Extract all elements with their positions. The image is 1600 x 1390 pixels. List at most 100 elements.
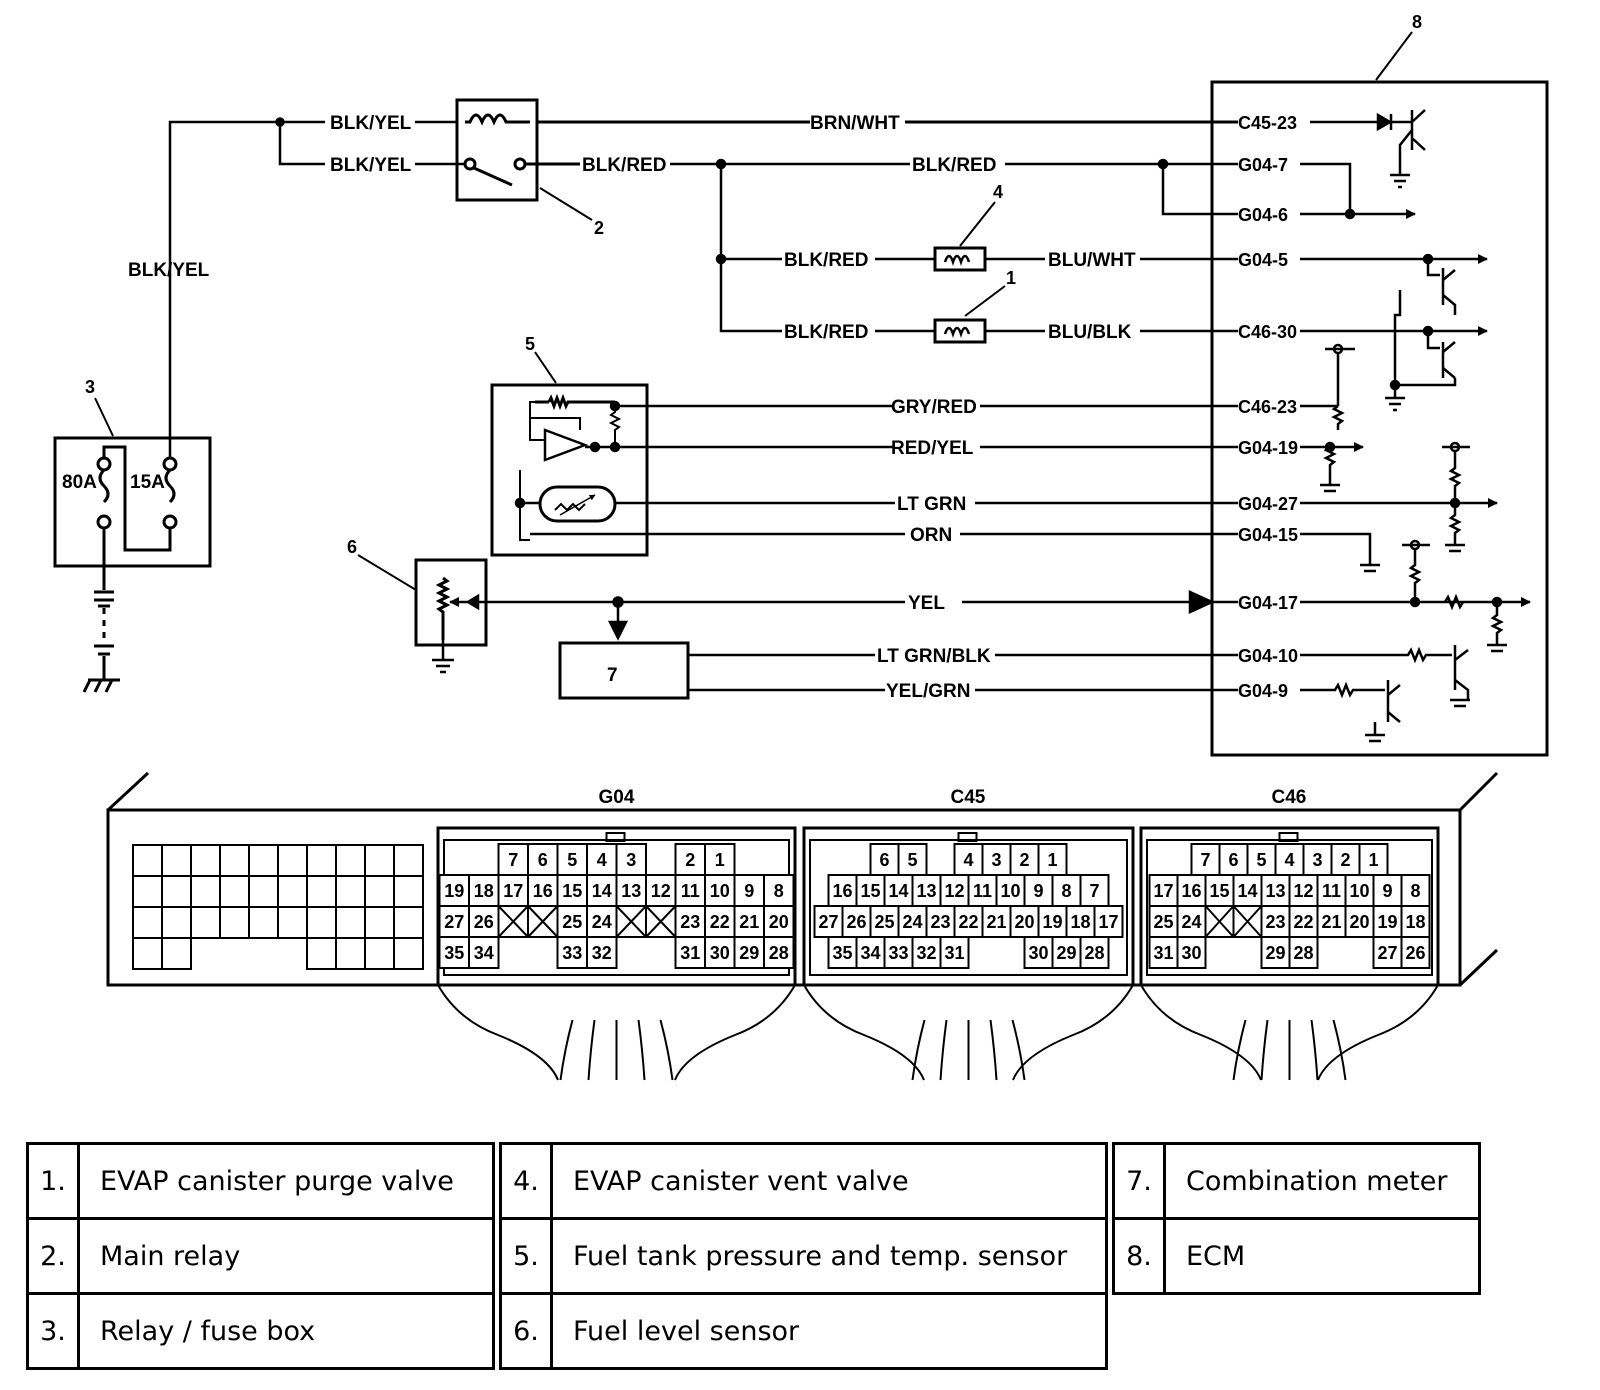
wire-label-gry-red: GRY/RED: [891, 397, 977, 418]
ecm-connector-housing: [106, 771, 1499, 987]
blank-cavity: [277, 844, 308, 877]
pin-number: 16: [832, 881, 852, 901]
pin-number: 7: [508, 850, 518, 870]
pin-number: 27: [444, 912, 464, 932]
pin-number: 5: [1256, 850, 1266, 870]
pin-number: 13: [916, 881, 936, 901]
callout-3: 3: [85, 377, 95, 397]
connector-cavity: [1176, 936, 1207, 969]
connector-cavity: [438, 936, 470, 969]
ecm-terminal: G04-5: [1238, 250, 1288, 270]
wire-label-blk-red-v4: BLK/RED: [784, 250, 868, 271]
pin-number: 16: [1181, 881, 1201, 901]
wire-strand: [1260, 1019, 1269, 1081]
callout-numbers: 8 2 3 4 1 5 6: [85, 12, 1422, 557]
pin-number: 12: [1293, 881, 1313, 901]
legend-number: 5.: [499, 1217, 553, 1295]
pin-number: 4: [597, 850, 607, 870]
pin-number: 29: [739, 943, 759, 963]
connector-name: G04: [599, 787, 635, 808]
callout-5: 5: [525, 334, 535, 354]
fuse-15a-label: 15A: [130, 472, 165, 493]
pin-number: 8: [774, 881, 784, 901]
pin-number: 6: [1228, 850, 1238, 870]
legend-number: 6.: [499, 1292, 553, 1370]
blank-cavity: [364, 906, 395, 939]
connector-cavity: [1358, 843, 1389, 876]
pin-number: 3: [1312, 850, 1322, 870]
wire-label-lt-grn-blk: LT GRN/BLK: [877, 646, 991, 667]
blank-cavity: [306, 937, 337, 970]
pin-number: 7: [1200, 850, 1210, 870]
blank-cavity: [248, 844, 279, 877]
ecm-terminal: G04-19: [1238, 438, 1298, 458]
connector-cavity: [527, 874, 559, 907]
legend-empty: [1114, 1294, 1165, 1369]
wire-label-lt-grn: LT GRN: [897, 494, 966, 515]
connector-name: C46: [1272, 787, 1307, 808]
blank-cavity: [219, 875, 250, 908]
connector-cavity: [674, 936, 706, 969]
wire-label-blk-red-relay: BLK/RED: [582, 155, 666, 176]
pin-number: 13: [621, 881, 641, 901]
pin-number: 26: [1405, 943, 1425, 963]
wire-strand: [911, 1019, 926, 1081]
pin-number: 31: [680, 943, 700, 963]
connector-cavity: [1093, 905, 1124, 938]
pin-number: 29: [1265, 943, 1285, 963]
blank-cavity: [277, 875, 308, 908]
connector-cavity: [527, 843, 559, 876]
pin-number: 20: [1014, 912, 1034, 932]
wire-label-blu-wht: BLU/WHT: [1048, 250, 1136, 271]
blanked-cavity-mark: [1204, 905, 1235, 938]
pin-number: 18: [474, 881, 494, 901]
pin-number: 35: [444, 943, 464, 963]
pin-number: 14: [1237, 881, 1257, 901]
connector-inner-frame: [809, 839, 1128, 976]
blank-cavity: [132, 844, 163, 877]
blank-cavity: [132, 875, 163, 908]
pin-number: 4: [1284, 850, 1294, 870]
pin-number: 9: [1382, 881, 1392, 901]
sensor-signal-wires: [514, 400, 1238, 536]
blank-cavity: [190, 906, 221, 939]
pin-number: 8: [1410, 881, 1420, 901]
pin-number: 20: [1349, 912, 1369, 932]
pin-number: 24: [902, 912, 922, 932]
wire-strand: [637, 1019, 646, 1081]
connector-cavity: [1260, 905, 1291, 938]
blank-cavity: [161, 875, 192, 908]
legend-number: 7.: [1112, 1142, 1166, 1220]
pin-number: 19: [1042, 912, 1062, 932]
pin-number: 17: [1098, 912, 1118, 932]
wire-strand: [989, 1019, 998, 1081]
pin-number: 11: [973, 881, 992, 901]
connector-cavity: [953, 843, 984, 876]
blank-cavity: [161, 906, 192, 939]
pin-number: 22: [958, 912, 978, 932]
legend-number: 4.: [499, 1142, 553, 1220]
wire-label-yel-grn: YEL/GRN: [886, 681, 970, 702]
ecm-terminal: G04-10: [1238, 646, 1298, 666]
connector-cavity: [556, 905, 588, 938]
connector-cavity: [1037, 905, 1068, 938]
ecm-terminal: G04-9: [1238, 681, 1288, 701]
connector-cavity: [438, 905, 470, 938]
pin-number: 25: [562, 912, 582, 932]
connector-cavity: [1288, 905, 1319, 938]
ecm-terminal: G04-27: [1238, 494, 1298, 514]
pin-number: 27: [1377, 943, 1397, 963]
wire-loom: [1140, 984, 1439, 1081]
pin-number: 20: [769, 912, 789, 932]
legend-number: 8.: [1112, 1217, 1166, 1295]
pin-number: 5: [567, 850, 577, 870]
blank-cavity: [190, 875, 221, 908]
connector-shell: [1139, 826, 1440, 985]
legend-gap: [1107, 1219, 1114, 1294]
blank-cavity: [393, 875, 424, 908]
